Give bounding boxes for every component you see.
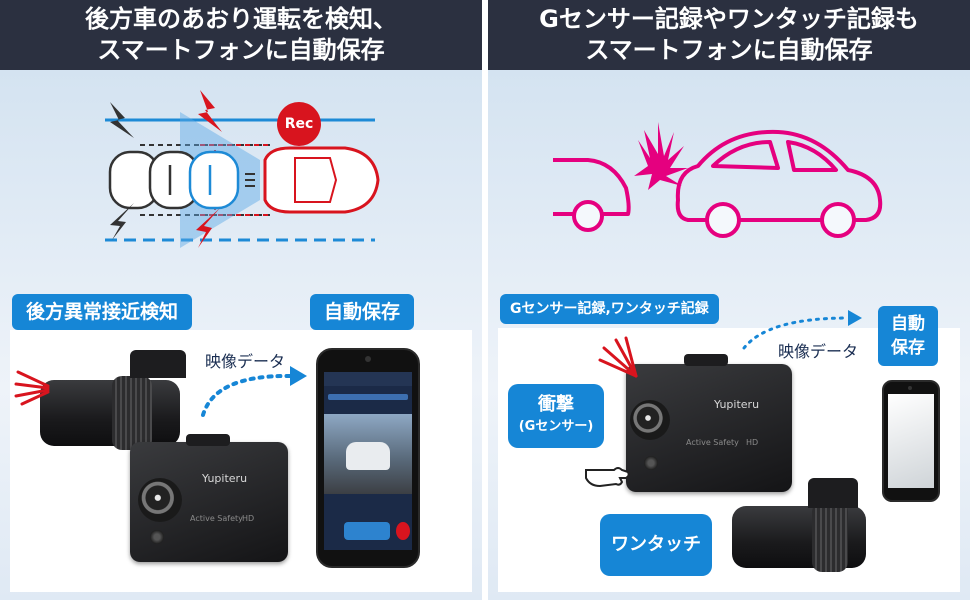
phone-screen — [324, 372, 412, 550]
collision-illustration — [553, 122, 883, 238]
front-camera-mount-right — [684, 354, 728, 366]
phone-screen-right — [888, 394, 934, 488]
rec-badge: Rec — [277, 102, 321, 146]
warning-lightning-icon — [196, 90, 222, 248]
speed-lines-icon — [245, 173, 255, 187]
left-title-line2: スマートフォンに自動保存 — [97, 36, 385, 64]
rear-camera-right — [732, 502, 866, 572]
right-header: Gセンサー記録やワンタッチ記録も スマートフォンに自動保存 — [488, 0, 970, 70]
auto-save-line1: 自動 — [891, 314, 925, 334]
left-header: 後方車のあおり運転を検知、 スマートフォンに自動保存 — [0, 0, 482, 70]
rear-warning-icon — [14, 370, 50, 406]
tag-auto-save-right: 自動 保存 — [878, 306, 938, 366]
smartphone — [316, 348, 420, 568]
tag-abnormal-approach: 後方異常接近検知 — [12, 294, 193, 330]
front-camera-mount — [186, 434, 230, 446]
left-scene: Rec 後方異常接近検知 自動保存 映像データ Yupiteru Active … — [0, 70, 482, 600]
right-scene: Gセンサー記録,ワンタッチ記録 映像データ 自動 保存 Yupiteru Act… — [488, 70, 970, 600]
auto-save-line2: 保存 — [891, 338, 925, 358]
right-title-line2: スマートフォンに自動保存 — [585, 36, 873, 64]
front-camera: Yupiteru Active Safety HD — [130, 442, 288, 562]
rear-camera-mount-right — [808, 478, 858, 508]
transfer-arrow-icon-right — [742, 310, 862, 350]
rear-camera — [40, 376, 180, 450]
impact-warning-icon — [598, 336, 638, 378]
front-camera-right: Yupiteru Active Safety HD — [626, 364, 792, 492]
bubble-impact-line1: 衝撃 — [538, 394, 574, 415]
camera-brand-right: Yupiteru — [714, 398, 760, 411]
warning-lightning-icon-dark — [110, 102, 134, 240]
recorded-video-frame — [324, 414, 412, 494]
phone-controls — [344, 522, 390, 540]
left-panel: 後方車のあおり運転を検知、 スマートフォンに自動保存 — [0, 0, 482, 600]
camera-brand: Yupiteru — [202, 472, 248, 485]
tag-auto-save: 自動保存 — [310, 294, 415, 330]
transfer-arrow-icon — [201, 366, 307, 417]
camera-safety-mark: Active Safety — [190, 514, 243, 523]
right-panel: Gセンサー記録やワンタッチ記録も スマートフォンに自動保存 Gセンサー記録,ワン… — [488, 0, 970, 600]
panel-divider — [482, 0, 488, 600]
approaching-car-icon — [108, 150, 240, 210]
caption-video-data-right: 映像データ — [778, 342, 859, 361]
camera-hd-mark: HD — [242, 514, 255, 523]
smartphone-right — [882, 380, 940, 502]
left-title-line1: 後方車のあおり運転を検知、 — [85, 5, 397, 33]
camera-lens — [138, 478, 182, 522]
bubble-impact: 衝撃 (Gセンサー) — [508, 384, 604, 448]
caption-video-data: 映像データ — [205, 352, 286, 371]
tailgating-illustration — [105, 90, 380, 248]
camera-mic-right — [644, 456, 658, 470]
bubble-impact-line2: (Gセンサー) — [518, 419, 594, 434]
tag-gsensor-onetouch: Gセンサー記録,ワンタッチ記録 — [500, 294, 719, 324]
rear-car-icon — [553, 158, 631, 216]
camera-hd-mark-right: HD — [746, 438, 759, 447]
bubble-one-touch: ワンタッチ — [600, 514, 712, 576]
rear-camera-mount — [130, 350, 186, 378]
right-title-line1: Gセンサー記録やワンタッチ記録も — [539, 5, 919, 33]
hand-pointer-icon — [585, 467, 630, 488]
camera-safety-mark-right: Active Safety — [686, 438, 739, 447]
camera-mic — [150, 530, 164, 544]
camera-lens-right — [630, 400, 670, 440]
impact-burst-icon — [634, 122, 688, 190]
own-car-icon — [263, 146, 380, 214]
